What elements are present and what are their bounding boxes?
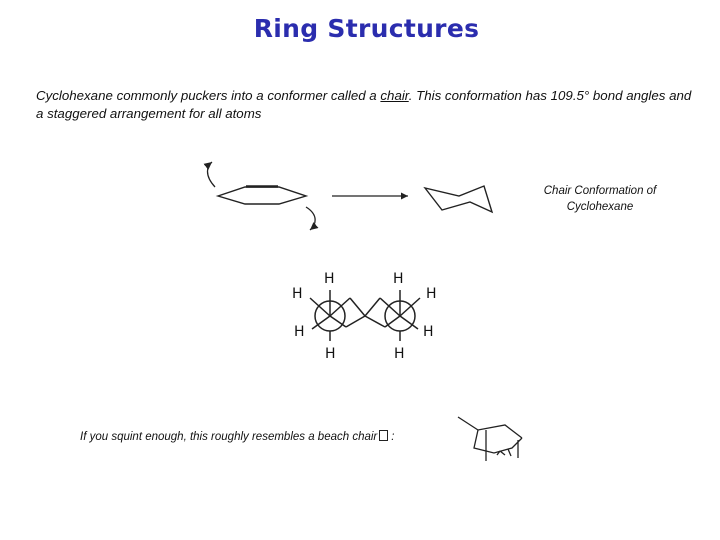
chair-caption: Chair Conformation of Cyclohexane <box>543 185 657 213</box>
curved-arrow-icon <box>203 161 216 188</box>
flat-ring-icon <box>215 185 309 205</box>
h-label: H <box>426 286 437 302</box>
intro-text: Cyclohexane commonly puckers into a conf… <box>36 88 692 121</box>
slide-title: Ring Structures <box>253 14 480 43</box>
h-label: H <box>394 346 405 362</box>
chair-term: chair <box>380 88 409 103</box>
h-label: H <box>324 271 335 287</box>
h-label: H <box>292 286 303 302</box>
placeholder-glyph-icon <box>379 430 389 441</box>
beach-chair-icon <box>457 416 523 461</box>
h-label: H <box>423 324 434 340</box>
h-label: H <box>393 271 404 287</box>
chair-ring-icon <box>423 185 494 214</box>
h-label: H <box>294 324 305 340</box>
squint-note: If you squint enough, this roughly resem… <box>80 430 395 443</box>
newman-projection-icon <box>309 290 421 341</box>
curved-arrow-icon <box>305 206 319 231</box>
h-label: H <box>325 346 336 362</box>
